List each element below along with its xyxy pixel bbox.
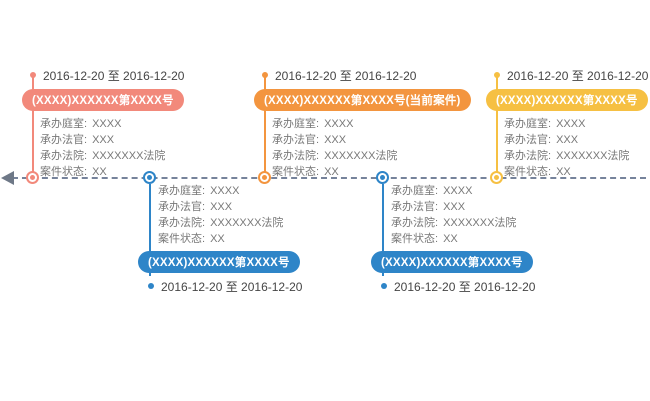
case-number-pill[interactable]: (XXXX)XXXXXX第XXXX号 — [486, 89, 648, 111]
field-status: 案件状态:XX — [40, 166, 107, 178]
field-judge: 承办法官:XXX — [40, 134, 115, 146]
date-text: 2016-12-20 至 2016-12-20 — [161, 279, 303, 294]
timeline-node[interactable] — [143, 171, 156, 184]
case-date-range: 2016-12-20 至 2016-12-20 — [30, 67, 184, 83]
timeline-node[interactable] — [376, 171, 389, 184]
case-number-pill[interactable]: (XXXX)XXXXXX第XXXX号 — [371, 251, 533, 273]
field-court-room: 承办庭室:XXXX — [504, 118, 586, 130]
connector-line — [496, 75, 498, 172]
field-status: 案件状态:XX — [158, 233, 225, 245]
case-date-range: 2016-12-20 至 2016-12-20 — [148, 278, 302, 294]
date-text: 2016-12-20 至 2016-12-20 — [43, 68, 185, 83]
date-dot-icon — [494, 72, 500, 78]
field-court-room: 承办庭室:XXXX — [272, 118, 354, 130]
case-number-pill[interactable]: (XXXX)XXXXXX第XXXX号 — [138, 251, 300, 273]
case-number-pill[interactable]: (XXXX)XXXXXX第XXXX号 — [22, 89, 184, 111]
case-card-4: 承办庭室:XXXX 承办法官:XXX 承办法院:XXXXXXX法院 案件状态:X… — [371, 183, 535, 294]
date-text: 2016-12-20 至 2016-12-20 — [394, 279, 536, 294]
field-status: 案件状态:XX — [272, 166, 339, 178]
field-judge: 承办法官:XXX — [158, 201, 233, 213]
timeline-node-current[interactable] — [258, 171, 271, 184]
field-court: 承办法院:XXXXXXX法院 — [272, 150, 398, 162]
timeline-node[interactable] — [26, 171, 39, 184]
case-card-5: 2016-12-20 至 2016-12-20 (XXXX)XXXXXX第XXX… — [486, 67, 648, 180]
timeline-node[interactable] — [490, 171, 503, 184]
field-court: 承办法院:XXXXXXX法院 — [158, 217, 284, 229]
case-card-1: 2016-12-20 至 2016-12-20 (XXXX)XXXXXX第XXX… — [22, 67, 184, 180]
case-date-range: 2016-12-20 至 2016-12-20 — [381, 278, 535, 294]
date-dot-icon — [30, 72, 36, 78]
field-court: 承办法院:XXXXXXX法院 — [391, 217, 517, 229]
date-dot-icon — [262, 72, 268, 78]
case-fields: 承办庭室:XXXX 承办法官:XXX 承办法院:XXXXXXX法院 案件状态:X… — [40, 116, 184, 180]
timeline-axis — [12, 177, 646, 179]
case-date-range: 2016-12-20 至 2016-12-20 — [262, 67, 471, 83]
case-card-2: 承办庭室:XXXX 承办法官:XXX 承办法院:XXXXXXX法院 案件状态:X… — [138, 183, 302, 294]
case-card-3-current: 2016-12-20 至 2016-12-20 (XXXX)XXXXXX第XXX… — [254, 67, 471, 180]
connector-line — [32, 75, 34, 172]
field-court-room: 承办庭室:XXXX — [158, 185, 240, 197]
date-dot-icon — [148, 283, 154, 289]
case-fields: 承办庭室:XXXX 承办法官:XXX 承办法院:XXXXXXX法院 案件状态:X… — [504, 116, 648, 180]
field-judge: 承办法官:XXX — [272, 134, 347, 146]
left-arrow-icon — [1, 171, 14, 185]
case-date-range: 2016-12-20 至 2016-12-20 — [494, 67, 648, 83]
case-fields: 承办庭室:XXXX 承办法官:XXX 承办法院:XXXXXXX法院 案件状态:X… — [158, 183, 302, 247]
field-court: 承办法院:XXXXXXX法院 — [40, 150, 166, 162]
field-status: 案件状态:XX — [504, 166, 571, 178]
connector-line — [264, 75, 266, 172]
field-court: 承办法院:XXXXXXX法院 — [504, 150, 630, 162]
field-court-room: 承办庭室:XXXX — [40, 118, 122, 130]
case-number-pill[interactable]: (XXXX)XXXXXX第XXXX号(当前案件) — [254, 89, 471, 111]
connector-line — [149, 184, 151, 276]
field-status: 案件状态:XX — [391, 233, 458, 245]
field-judge: 承办法官:XXX — [391, 201, 466, 213]
date-dot-icon — [381, 283, 387, 289]
field-court-room: 承办庭室:XXXX — [391, 185, 473, 197]
connector-line — [382, 184, 384, 276]
field-judge: 承办法官:XXX — [504, 134, 579, 146]
date-text: 2016-12-20 至 2016-12-20 — [507, 68, 649, 83]
case-fields: 承办庭室:XXXX 承办法官:XXX 承办法院:XXXXXXX法院 案件状态:X… — [272, 116, 471, 180]
case-fields: 承办庭室:XXXX 承办法官:XXX 承办法院:XXXXXXX法院 案件状态:X… — [391, 183, 535, 247]
date-text: 2016-12-20 至 2016-12-20 — [275, 68, 417, 83]
